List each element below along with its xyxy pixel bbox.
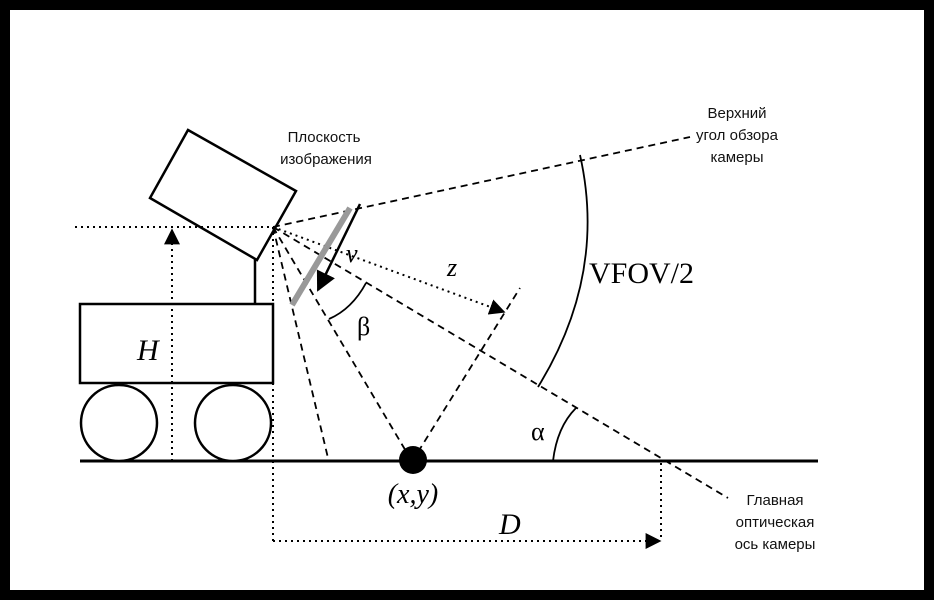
point-label: (x,y) — [388, 479, 439, 510]
robot-wheel-right — [193, 383, 273, 463]
v-label: v — [346, 239, 358, 268]
optical-axis-label-line1: Главная — [746, 492, 803, 509]
corner-mark — [924, 10, 934, 52]
optical-axis-ray — [272, 226, 729, 499]
optical-axis-label-line3: ось камеры — [735, 536, 816, 553]
alpha-arc — [552, 407, 577, 462]
camera-body — [148, 128, 298, 262]
alpha-label: α — [531, 417, 545, 446]
upper-fov-label-line1: Верхний — [707, 105, 766, 122]
height-label: H — [136, 334, 161, 367]
upper-fov-label-line3: камеры — [710, 149, 763, 166]
image-plane-label-line1: Плоскость — [288, 129, 361, 146]
beta-arc — [328, 282, 367, 320]
distance-label: D — [498, 508, 521, 541]
robot-body — [78, 302, 275, 385]
v-arrow — [316, 203, 362, 292]
optical-axis-label-line2: оптическая — [736, 514, 815, 531]
point-ray — [272, 226, 411, 459]
image-plane-bar — [289, 206, 353, 307]
perpendicular-to-z — [417, 287, 521, 453]
vfov-label: VFOV/2 — [589, 257, 694, 290]
target-point — [399, 446, 427, 474]
lower-ray — [272, 226, 329, 459]
robot-wheel-left — [79, 383, 159, 463]
vfov-arc — [537, 154, 589, 388]
robot — [78, 128, 298, 463]
z-arrow — [272, 226, 506, 315]
upper-fov-label-line2: угол обзора — [696, 127, 779, 144]
image-plane-label-line2: изображения — [280, 151, 372, 168]
beta-label: β — [357, 312, 370, 341]
z-label: z — [446, 253, 457, 282]
diagram-panel — [10, 10, 924, 590]
